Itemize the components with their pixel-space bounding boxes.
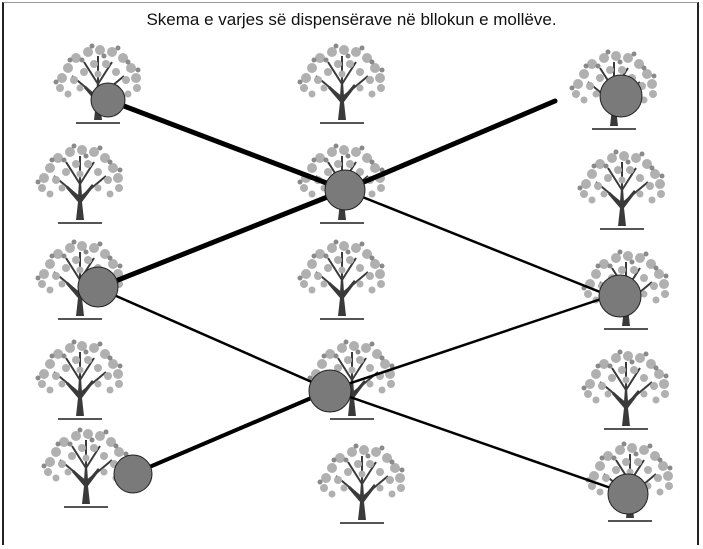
dispenser-circle-icon (598, 274, 642, 318)
dispenser-circle-icon (324, 169, 366, 211)
diagram-title: Skema e varjes së dispensërave në blloku… (146, 10, 557, 29)
apple-tree-icon (34, 142, 124, 224)
dispenser-circle-icon (599, 74, 643, 118)
dispenser-circle-icon (77, 266, 119, 308)
apple-tree-icon (580, 348, 670, 430)
dispenser-circle-icon (607, 473, 649, 515)
wire-line-thick (131, 388, 332, 476)
apple-tree-icon (34, 338, 124, 420)
apple-tree-icon (576, 148, 666, 230)
dispenser-circle-icon (308, 369, 352, 413)
wire-line-thick (342, 98, 558, 193)
apple-tree-icon (296, 42, 386, 124)
wire-line-thick (105, 97, 348, 193)
dispenser-circle-icon (90, 82, 126, 118)
wire-line-thin (328, 388, 630, 496)
dispenser-circle-icon (113, 454, 153, 494)
wire-line-thin (96, 286, 332, 392)
wire-line-thin (343, 188, 612, 298)
apple-tree-icon (296, 238, 386, 320)
wire-line-thick (95, 187, 348, 291)
apple-tree-icon (316, 442, 406, 524)
wire-line-thin (328, 294, 612, 392)
